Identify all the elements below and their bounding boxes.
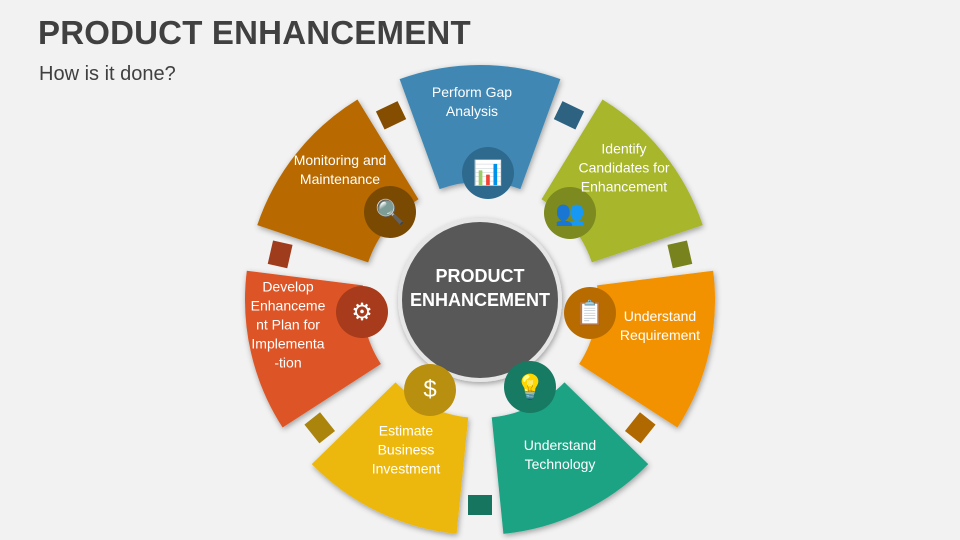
step-label: Understand Requirement: [619, 308, 701, 343]
segment-connector: [267, 240, 293, 269]
people-pointer-icon: 👥: [544, 187, 596, 239]
segment-connector: [624, 412, 656, 444]
lightbulb-gears-icon: 💡: [504, 361, 556, 413]
laptop-magnifier-icon: 🔍: [364, 186, 416, 238]
bar-chart-magnifier-icon: 📊: [462, 147, 514, 199]
step-label: Estimate Business Investment: [371, 422, 441, 477]
dollar-coin-icon: $: [404, 364, 456, 416]
segment-connector: [468, 495, 492, 515]
segment-connector: [667, 240, 693, 269]
step-label: Develop Enhanceme nt Plan for Implementa…: [250, 278, 326, 371]
step-label: Identify Candidates for Enhancement: [578, 140, 670, 195]
center-hub-label: PRODUCT ENHANCEMENT: [410, 264, 550, 312]
step-segment: [399, 64, 561, 190]
checklist-person-icon: 📋: [564, 287, 616, 339]
segment-connector: [375, 101, 407, 130]
step-label: Understand Technology: [523, 437, 597, 472]
step-segment: [491, 382, 649, 534]
center-line-2: ENHANCEMENT: [409, 290, 551, 310]
gear-arrow-icon: ⚙: [336, 286, 388, 338]
step-label: Monitoring and Maintenance: [293, 152, 387, 187]
center-line-1: PRODUCT: [435, 266, 525, 286]
step-label: Perform Gap Analysis: [431, 84, 513, 119]
segment-connector: [304, 412, 336, 444]
segment-connector: [553, 101, 585, 130]
slide-title: PRODUCT ENHANCEMENT: [38, 14, 471, 51]
slide-subtitle: How is it done?: [39, 63, 176, 85]
center-hub: [398, 218, 562, 382]
step-segment: [311, 382, 469, 534]
